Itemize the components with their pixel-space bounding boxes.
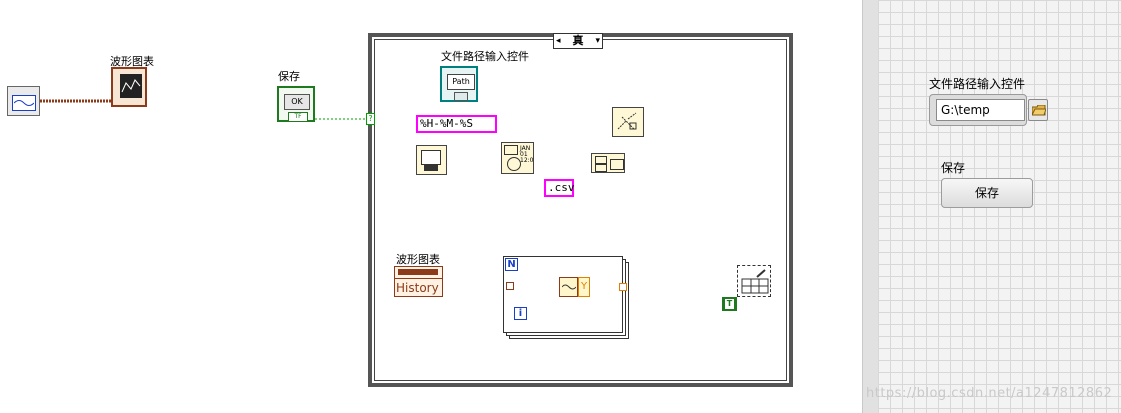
extension-constant[interactable]: .csv [544, 179, 575, 197]
path-terminal-label: 文件路径输入控件 [441, 50, 529, 63]
browse-button[interactable] [1028, 99, 1048, 121]
case-structure[interactable] [368, 33, 793, 387]
concatenate-strings-icon[interactable] [591, 153, 625, 173]
ok-button-glyph: OK [284, 94, 310, 110]
property-node-label: 波形图表 [396, 253, 440, 266]
case-prev-arrow-icon[interactable]: ◂ [556, 36, 561, 46]
save-terminal-icon[interactable]: OK TF [277, 86, 315, 122]
folder-icon [1032, 105, 1046, 116]
path-control-label: 文件路径输入控件 [929, 77, 1026, 91]
tf-glyph: TF [288, 112, 308, 122]
chart-terminal-icon[interactable] [111, 67, 147, 107]
case-selector[interactable]: ◂ 真 ▾ [553, 33, 603, 49]
save-terminal-label: 保存 [278, 70, 300, 83]
outer-chart-label: 波形图表 [110, 55, 154, 68]
time-format-constant[interactable]: %H-%M-%S [416, 115, 497, 133]
loop-input-tunnel [506, 282, 514, 290]
path-glyph: Path [447, 74, 475, 90]
loop-output-tunnel [619, 283, 627, 291]
save-label: 保存 [941, 161, 966, 175]
case-selector-terminal-icon: ? [366, 113, 375, 125]
case-dropdown-arrow-icon[interactable]: ▾ [595, 36, 600, 46]
waveform-source-icon[interactable] [7, 86, 40, 116]
true-constant[interactable]: T [722, 297, 737, 311]
path-terminal-icon[interactable]: Path [440, 66, 478, 102]
loop-count-terminal[interactable]: N [505, 258, 518, 271]
write-spreadsheet-icon[interactable] [737, 265, 771, 297]
panel-divider-scrollbar[interactable] [862, 0, 879, 413]
block-diagram: 波形图表 保存 OK TF ◂ 真 ▾ ? 文件路径输入控件 Path %H-%… [7, 33, 793, 387]
case-selector-value: 真 [572, 34, 584, 47]
loop-iteration-terminal: i [514, 307, 527, 320]
get-date-time-icon[interactable] [416, 145, 447, 175]
watermark: https://blog.csdn.net/a1247812862 [866, 386, 1113, 401]
waveform-icon[interactable] [559, 277, 578, 297]
save-button[interactable]: 保存 [941, 178, 1033, 208]
y-component[interactable]: Y [578, 277, 590, 297]
build-path-node-icon[interactable] [612, 107, 644, 137]
history-property[interactable]: History [395, 278, 443, 297]
path-input[interactable]: G:\temp [936, 99, 1025, 121]
property-node[interactable]: History [394, 266, 443, 297]
